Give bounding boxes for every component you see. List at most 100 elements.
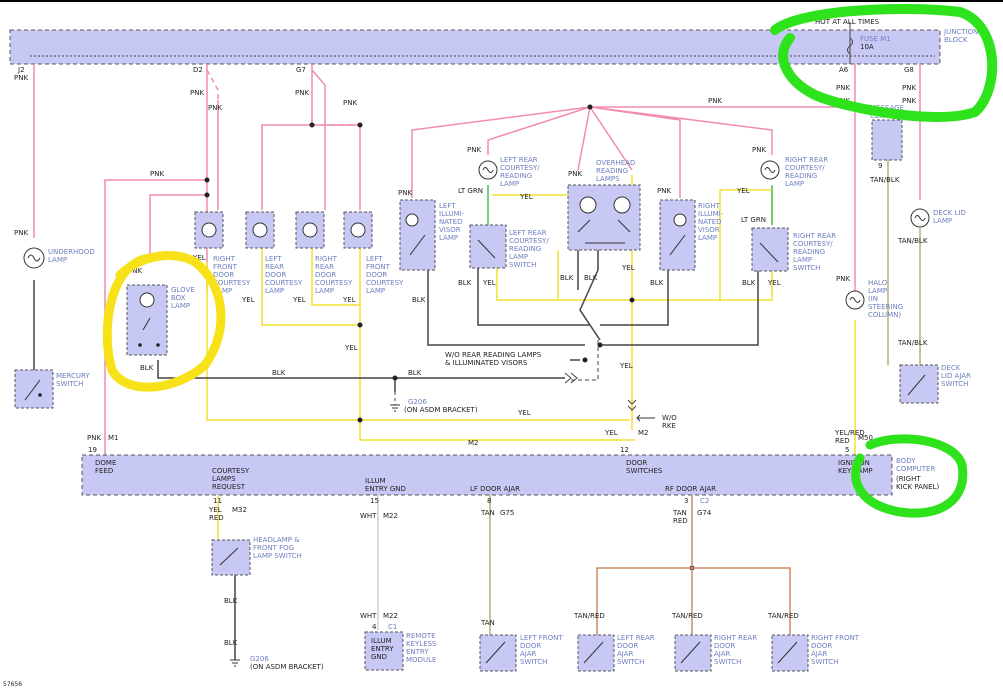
pin-3: 3: [684, 497, 688, 505]
left-visor-4: VISOR: [439, 226, 461, 234]
rr-door-3: AJAR: [714, 650, 731, 658]
circuit-m22: M22: [383, 512, 398, 520]
rf-courtesy-1: RIGHT: [213, 255, 236, 263]
headlamp-3: LAMP SWITCH: [253, 552, 302, 560]
ltgrn-label-left: LT GRN: [458, 187, 483, 195]
junction-block-label-1: JUNCTION: [943, 28, 978, 36]
keyless-2: KEYLESS: [406, 640, 437, 648]
pin-12: 12: [620, 446, 629, 454]
courtesy-req-2: LAMPS: [212, 475, 236, 483]
pnk-label-main: PNK: [708, 97, 722, 105]
pin-15: 15: [370, 497, 379, 505]
wo-reading-1: W/O REAR READING LAMPS: [445, 351, 542, 359]
illum-box-1: ILLUM: [371, 637, 392, 645]
lr-reading-sw-4: LAMP: [509, 253, 528, 261]
pnk-label-glovebox: PNK: [128, 267, 142, 275]
pnk-label-underhood: PNK: [14, 229, 28, 237]
right-visor-3: NATED: [698, 218, 722, 226]
lr-courtesy-4: COURTESY: [265, 279, 303, 287]
rr-reading-2: COURTESY/: [785, 164, 825, 172]
lr-courtesy-2: REAR: [265, 263, 284, 271]
decklid-sw-1: DECK: [941, 364, 961, 372]
pnk-label-g8: PNK: [902, 84, 916, 92]
pnk-label-g8-b: PNK: [902, 97, 916, 105]
blk-label-6: BLK: [584, 274, 598, 282]
yel-label-9: YEL: [621, 264, 635, 272]
right-visor-lamp: [659, 199, 696, 271]
overhead-2: READING: [596, 167, 628, 175]
pin-4: 4: [372, 623, 377, 631]
figure-number: 57656: [3, 681, 22, 688]
fuse-rating: 10A: [860, 43, 874, 51]
rf-courtesy-5: LAMP: [213, 287, 232, 295]
yel-label-4: YEL: [342, 296, 356, 304]
glovebox-label-3: LAMP: [171, 302, 190, 310]
right-visor-4: VISOR: [698, 226, 720, 234]
pin-5: 5: [845, 446, 849, 454]
rr-reading-3: READING: [785, 172, 817, 180]
rr-courtesy-2: REAR: [315, 263, 334, 271]
pin-8: 8: [487, 497, 491, 505]
tanblk-label-2: TAN/BLK: [897, 237, 928, 245]
rf-door-1: RIGHT FRONT: [811, 634, 860, 642]
circuit-m50: M50: [858, 434, 873, 442]
right-visor-1: RIGHT: [698, 202, 721, 210]
wo-rke-2: RKE: [662, 422, 676, 430]
yel-label-12: YEL: [767, 279, 781, 287]
pin-19: 19: [88, 446, 97, 454]
pin-11: 11: [213, 497, 222, 505]
halo-3: (IN: [868, 295, 878, 303]
tanred-label-2: TAN/RED: [573, 612, 605, 620]
keyless-4: MODULE: [406, 656, 436, 664]
yel-label-2: YEL: [241, 296, 255, 304]
rr-reading-sw-4: LAMP: [793, 256, 812, 264]
yel-label-11: YEL: [736, 187, 750, 195]
wht-label-2: WHT: [360, 612, 377, 620]
wo-reading-2: & ILLUMINATED VISORS: [445, 359, 528, 367]
lr-reading-sw-3: READING: [509, 245, 541, 253]
illum-box-3: GND: [371, 653, 387, 661]
blk-label-1: BLK: [272, 369, 286, 377]
rr-reading-sw-5: SWITCH: [793, 264, 820, 272]
yel-label-5: YEL: [344, 344, 358, 352]
lr-courtesy-1: LEFT: [265, 255, 282, 263]
pnk-label-j2: PNK: [14, 74, 28, 82]
glovebox-label-1: GLOVE: [171, 286, 195, 294]
headlamp-1: HEADLAMP &: [253, 536, 300, 544]
rr-door-4: SWITCH: [714, 658, 741, 666]
left-visor-2: ILLUMI-: [439, 210, 465, 218]
rr-courtesy-4: COURTESY: [315, 279, 353, 287]
pin-g7: G7: [296, 66, 306, 74]
illum-box-2: ENTRY: [371, 645, 394, 653]
wht-label-1: WHT: [360, 512, 377, 520]
lf-courtesy-2: FRONT: [366, 263, 391, 271]
lf-door-1: LEFT FRONT: [520, 634, 563, 642]
keyless-3: ENTRY: [406, 648, 429, 656]
overhead-1: OVERHEAD: [596, 159, 635, 167]
pnk-label-overhead-b: PNK: [657, 187, 671, 195]
lr-reading-3: READING: [500, 172, 532, 180]
pnk-label-lr-reading: PNK: [467, 146, 481, 154]
body-computer: [81, 454, 893, 496]
decklid-sw-2: LID AJAR: [941, 372, 971, 380]
halo-1: HALO: [868, 279, 888, 287]
rr-reading-sw-2: COURTESY/: [793, 240, 833, 248]
headlamp-2: FRONT FOG: [253, 544, 294, 552]
rr-door-1: RIGHT REAR: [714, 634, 757, 642]
tan-label-2: TAN: [480, 619, 495, 627]
rr-reading-switch: [751, 227, 789, 272]
halo-5: COLUMN): [868, 311, 901, 319]
headlamp-switch: [211, 539, 251, 576]
lr-courtesy-5: LAMP: [265, 287, 284, 295]
body-computer-2: COMPUTER: [896, 465, 935, 473]
circuit-m22-b: M22: [383, 612, 398, 620]
lr-door-4: SWITCH: [617, 658, 644, 666]
yellow-highlight-circle: [102, 251, 226, 392]
pnk-label-rr-reading: PNK: [752, 146, 766, 154]
overhead-reading-lamps: [567, 184, 641, 251]
lf-door-2: DOOR: [520, 642, 541, 650]
red-part: RED: [835, 437, 850, 445]
pnk-label-halo: PNK: [836, 275, 850, 283]
pnk-label-dome: PNK: [87, 434, 101, 442]
yelred-label: YEL/RED: [834, 429, 865, 437]
